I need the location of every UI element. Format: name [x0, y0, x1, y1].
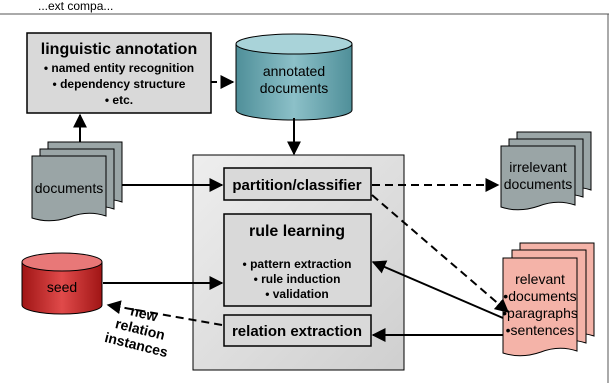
irrelevant-documents-stack: irrelevant documents: [500, 131, 592, 211]
irrelevant-label: irrelevant: [509, 159, 567, 175]
documents-label: documents: [35, 180, 103, 196]
seed-label: seed: [47, 279, 77, 295]
relevant-item: •paragraphs: [502, 305, 578, 321]
relation-extraction-label: relation extraction: [232, 323, 362, 340]
relation-extraction-box: relation extraction: [223, 314, 372, 347]
annotated-documents-label: annotated: [263, 63, 325, 79]
relevant-documents-stack: relevant •documents •paragraphs •sentenc…: [502, 242, 595, 357]
arrow-relevant-to-rule-learning: [371, 260, 504, 319]
irrelevant-label: documents: [504, 176, 572, 192]
arrow-partition-to-relevant: [371, 194, 510, 313]
rule-learning-title: rule learning: [249, 223, 345, 240]
new-instances-line: new: [129, 302, 159, 324]
top-caption: ...ext compa...: [38, 0, 113, 13]
partition-classifier-label: partition/classifier: [232, 177, 361, 194]
annotation-item: • etc.: [105, 93, 133, 107]
documents-stack: documents: [31, 141, 123, 222]
annotation-item: • dependency structure: [53, 77, 186, 91]
rule-learning-item: • pattern extraction: [243, 257, 352, 271]
seed-database: seed: [21, 252, 103, 315]
relevant-item: •sentences: [506, 322, 575, 338]
annotation-item: • named entity recognition: [44, 61, 194, 75]
annotation-title: linguistic annotation: [41, 41, 197, 58]
rule-learning-item: • validation: [265, 287, 329, 301]
frame-lines: [0, 13, 609, 383]
annotated-documents-database: annotated documents: [235, 33, 353, 121]
new-relation-instances-label: new relation instances: [103, 302, 170, 360]
partition-classifier-box: partition/classifier: [223, 167, 372, 201]
linguistic-annotation-box: linguistic annotation • named entity rec…: [26, 32, 212, 114]
arrows: [73, 75, 510, 342]
relevant-item: •documents: [503, 288, 576, 304]
arrow-extraction-to-seed: [106, 300, 223, 326]
rule-learning-item: • rule induction: [254, 272, 341, 286]
relevant-label: relevant: [515, 271, 565, 287]
rule-learning-box: rule learning • pattern extraction • rul…: [223, 213, 372, 307]
annotated-documents-label: documents: [260, 80, 328, 96]
